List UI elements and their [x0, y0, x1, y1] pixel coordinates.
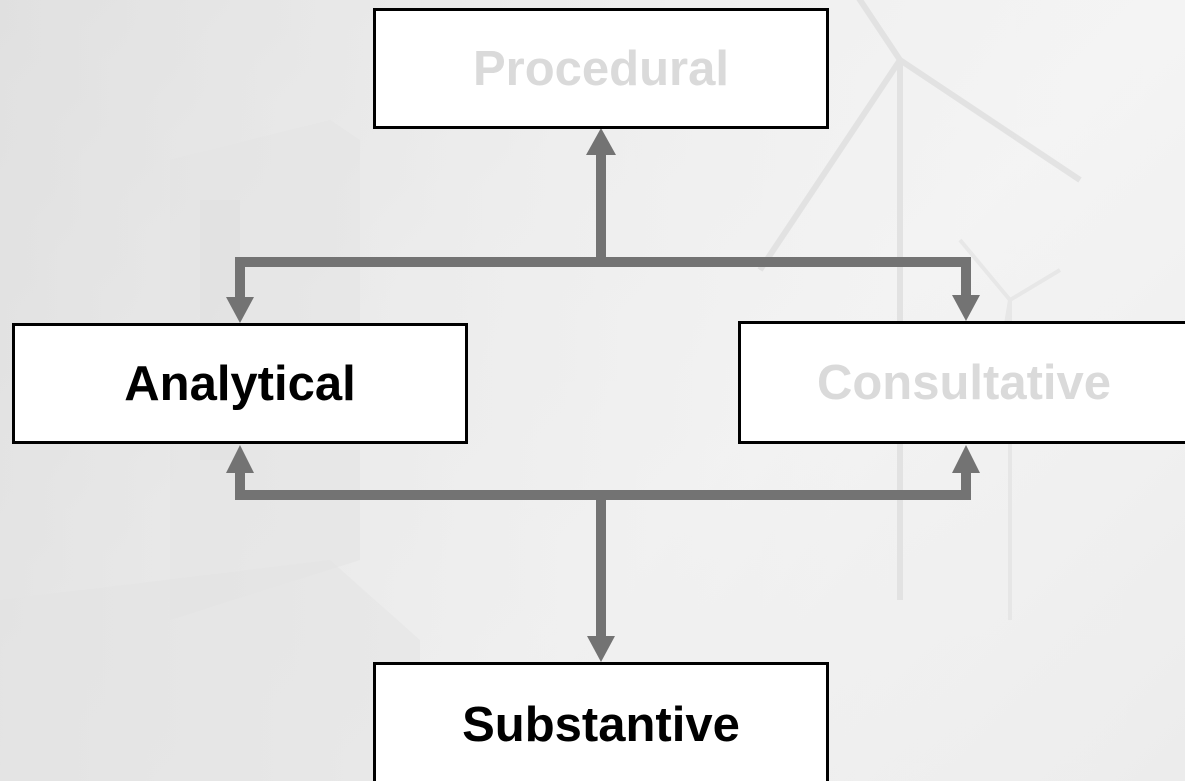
- procedural-label: Procedural: [473, 41, 729, 96]
- analytical-label: Analytical: [124, 356, 356, 411]
- arrow-to-analytical-top: [226, 297, 254, 323]
- consultative-label: Consultative: [816, 355, 1112, 410]
- procedural-box: Procedural: [373, 8, 829, 129]
- arrow-to-substantive: [587, 636, 615, 662]
- bottom-horizontal-line: [235, 470, 971, 500]
- arrow-to-consultative-top: [952, 295, 980, 321]
- consultative-box: Consultative: [738, 321, 1185, 444]
- arrow-to-procedural: [586, 128, 616, 155]
- substantive-box: Substantive: [373, 662, 829, 781]
- substantive-label: Substantive: [462, 697, 740, 752]
- analytical-box: Analytical: [12, 323, 468, 444]
- top-horizontal-line: [235, 257, 971, 300]
- arrow-to-consultative-bottom: [952, 445, 980, 473]
- arrow-to-analytical-bottom: [226, 445, 254, 473]
